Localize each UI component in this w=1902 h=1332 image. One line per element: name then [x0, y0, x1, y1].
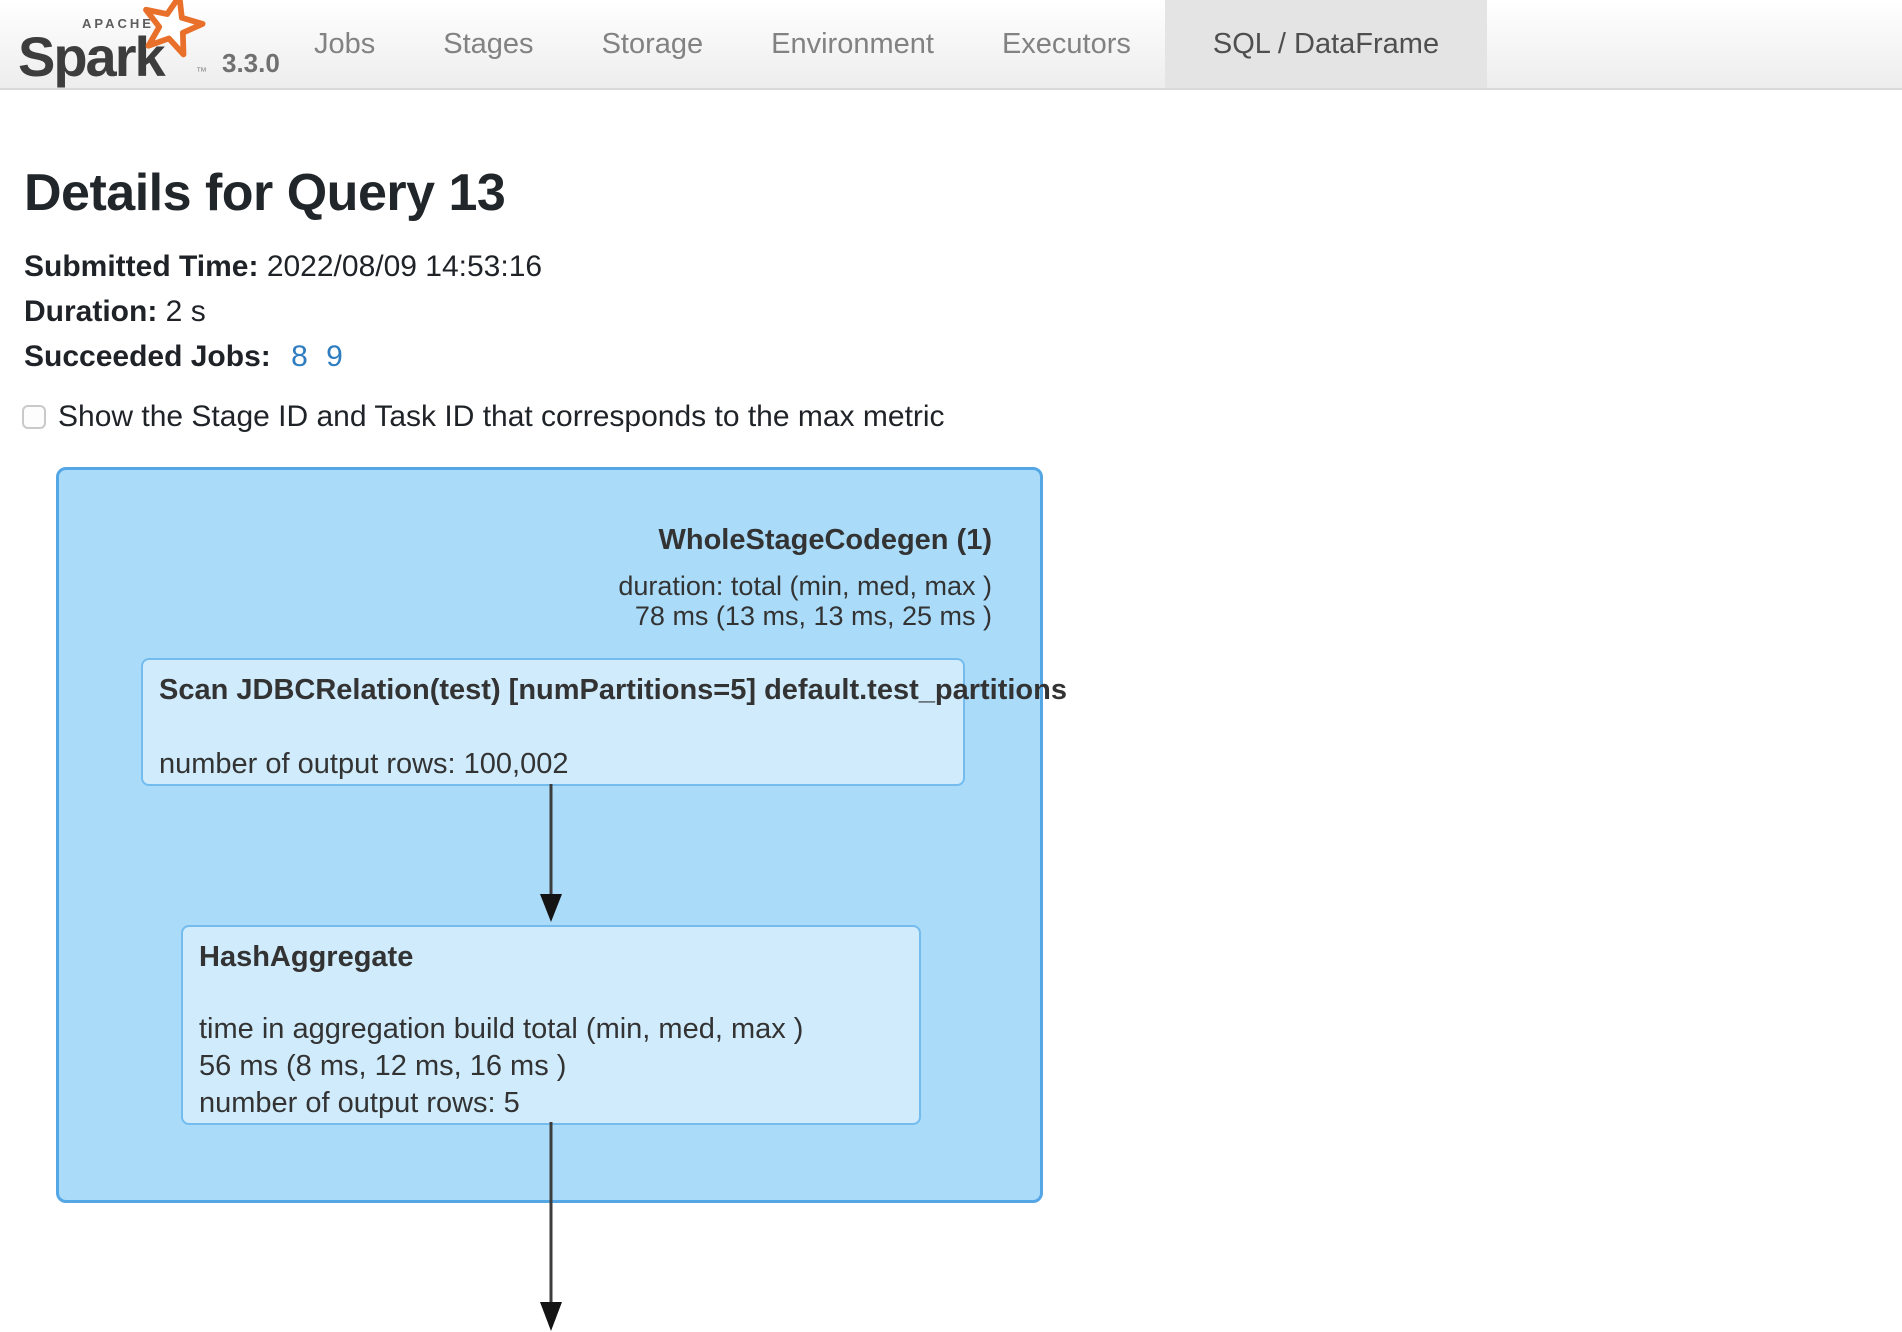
job-link-9[interactable]: 9	[326, 340, 343, 373]
tab-sql-dataframe[interactable]: SQL / DataFrame	[1164, 0, 1488, 88]
tab-stages[interactable]: Stages	[443, 27, 534, 60]
wholestagecodegen-cluster: WholeStageCodegen (1) duration: total (m…	[56, 467, 1067, 1203]
succeeded-jobs-label: Succeeded Jobs:	[24, 340, 271, 373]
top-navbar: APACHE Spark ™ 3.3.0 Jobs Stages Storage…	[0, 0, 1902, 90]
duration-label: Duration:	[24, 295, 158, 328]
duration-value: 2 s	[165, 295, 206, 328]
succeeded-jobs-row: Succeeded Jobs: 8 9	[24, 334, 542, 379]
node-metric-line: number of output rows: 5	[199, 1087, 520, 1119]
node-metric-line: number of output rows: 100,002	[159, 748, 569, 780]
node-metric-line: time in aggregation build total (min, me…	[199, 1013, 804, 1045]
job-link-8[interactable]: 8	[291, 340, 308, 373]
submitted-time-label: Submitted Time:	[24, 250, 259, 283]
spark-star-icon	[143, 0, 206, 58]
tab-storage[interactable]: Storage	[601, 27, 704, 60]
tab-environment[interactable]: Environment	[771, 27, 934, 60]
plan-node-scan-jdbcrelation: Scan JDBCRelation(test) [numPartitions=5…	[141, 658, 1067, 786]
cluster-metrics: duration: total (min, med, max ) 78 ms (…	[618, 571, 992, 631]
node-metrics: number of output rows: 100,002	[159, 746, 953, 783]
submitted-time-row: Submitted Time: 2022/08/09 14:53:16	[24, 244, 542, 289]
apache-label: APACHE	[82, 16, 154, 31]
query-metadata: Submitted Time: 2022/08/09 14:53:16 Dura…	[24, 244, 542, 379]
plan-node-hashaggregate: HashAggregate time in aggregation build …	[181, 925, 921, 1125]
tab-jobs[interactable]: Jobs	[314, 27, 376, 60]
spark-wordmark: Spark	[18, 25, 166, 88]
tab-executors[interactable]: Executors	[1001, 27, 1131, 60]
max-metric-toggle-row: Show the Stage ID and Task ID that corre…	[22, 400, 945, 434]
spark-version: 3.3.0	[222, 48, 280, 78]
duration-row: Duration: 2 s	[24, 289, 542, 334]
cluster-metric-line: 78 ms (13 ms, 13 ms, 25 ms )	[634, 601, 992, 631]
page-title: Details for Query 13	[24, 164, 506, 222]
trademark-symbol: ™	[196, 66, 207, 78]
node-metric-line: 56 ms (8 ms, 12 ms, 16 ms )	[199, 1050, 567, 1082]
spark-logo: APACHE Spark ™ 3.3.0	[0, 0, 280, 88]
node-title: HashAggregate	[199, 941, 414, 973]
node-metrics: time in aggregation build total (min, me…	[199, 1011, 909, 1122]
max-metric-checkbox-label: Show the Stage ID and Task ID that corre…	[58, 400, 945, 433]
submitted-time-value: 2022/08/09 14:53:16	[266, 250, 543, 283]
nav-tabs: Jobs Stages Storage Environment Executor…	[280, 0, 1488, 88]
cluster-metric-line: duration: total (min, med, max )	[618, 571, 992, 601]
max-metric-checkbox[interactable]	[22, 405, 46, 429]
cluster-title: WholeStageCodegen (1)	[658, 524, 992, 556]
node-title: Scan JDBCRelation(test) [numPartitions=5…	[159, 674, 1067, 706]
